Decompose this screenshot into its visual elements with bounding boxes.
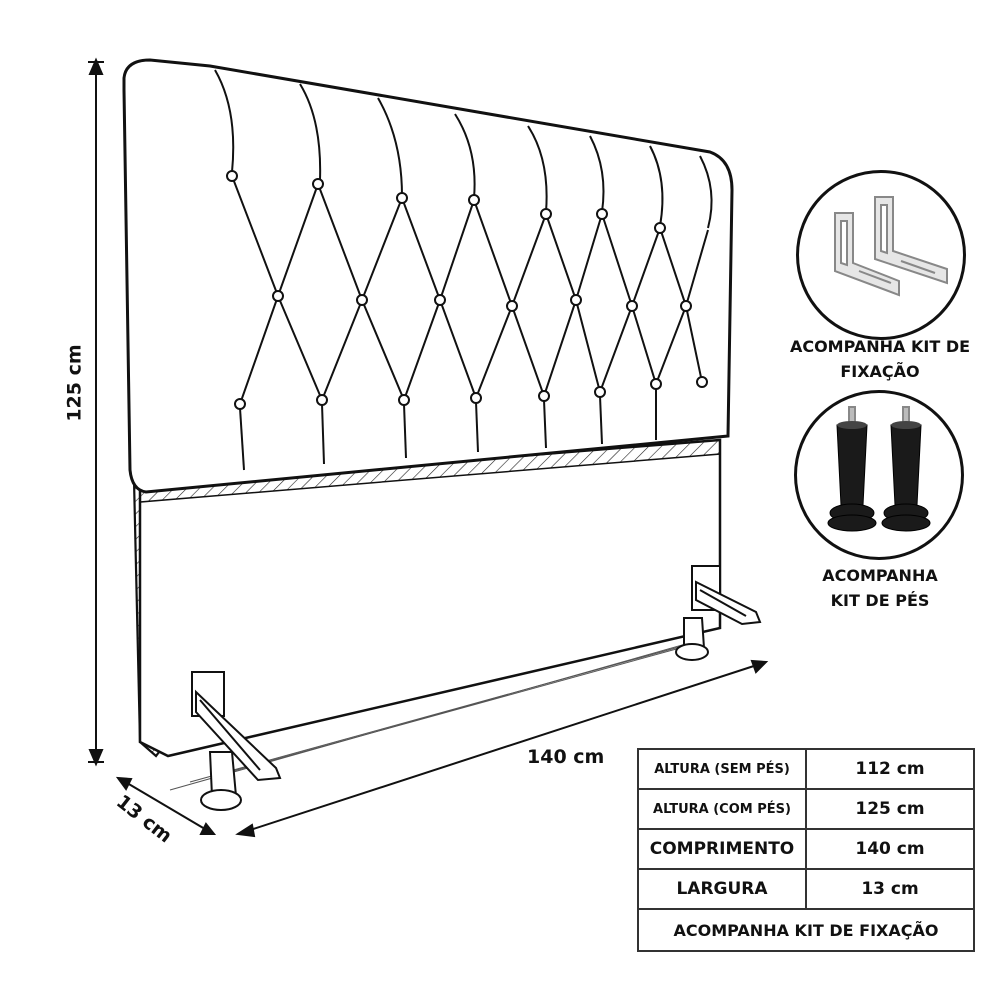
fixation-kit-caption-line1: ACOMPANHA KIT DE xyxy=(789,337,971,356)
spec-label: LARGURA xyxy=(637,868,807,910)
spec-value: 112 cm xyxy=(805,748,975,790)
spec-label: ALTURA (COM PÉS) xyxy=(637,788,807,830)
spec-label: COMPRIMENTO xyxy=(637,828,807,870)
fixation-kit-caption-line2: FIXAÇÃO xyxy=(840,362,920,381)
spec-value: 13 cm xyxy=(805,868,975,910)
table-footer-row: ACOMPANHA KIT DE FIXAÇÃO xyxy=(637,908,975,952)
spec-table: ALTURA (SEM PÉS) 112 cm ALTURA (COM PÉS)… xyxy=(637,748,975,952)
height-dimension-label: 125 cm xyxy=(63,344,86,422)
table-row: ALTURA (SEM PÉS) 112 cm xyxy=(637,748,975,790)
headboard-upholstered-panel xyxy=(122,58,734,494)
spec-value: 125 cm xyxy=(805,788,975,830)
furniture-feet-icon xyxy=(794,390,964,560)
table-row: LARGURA 13 cm xyxy=(637,868,975,910)
height-dimension-line xyxy=(88,57,104,767)
mounting-bracket-icon xyxy=(796,170,966,340)
table-row: ALTURA (COM PÉS) 125 cm xyxy=(637,788,975,830)
table-row: COMPRIMENTO 140 cm xyxy=(637,828,975,870)
feet-kit-caption: ACOMPANHA KIT DE PÉS xyxy=(790,563,970,613)
spec-value: 140 cm xyxy=(805,828,975,870)
depth-dimension-line xyxy=(115,776,217,835)
right-foot-bracket xyxy=(675,565,762,661)
spec-label: ALTURA (SEM PÉS) xyxy=(637,748,807,790)
left-foot-bracket xyxy=(191,671,282,811)
spec-footer: ACOMPANHA KIT DE FIXAÇÃO xyxy=(637,908,975,952)
length-dimension-label: 140 cm xyxy=(527,746,605,768)
tuft-buttons xyxy=(226,170,708,410)
length-dimension-line xyxy=(235,659,769,838)
fixation-kit-caption: ACOMPANHA KIT DE FIXAÇÃO xyxy=(780,334,980,384)
feet-kit-caption-line1: ACOMPANHA xyxy=(822,566,938,585)
feet-kit-caption-line2: KIT DE PÉS xyxy=(830,591,930,610)
